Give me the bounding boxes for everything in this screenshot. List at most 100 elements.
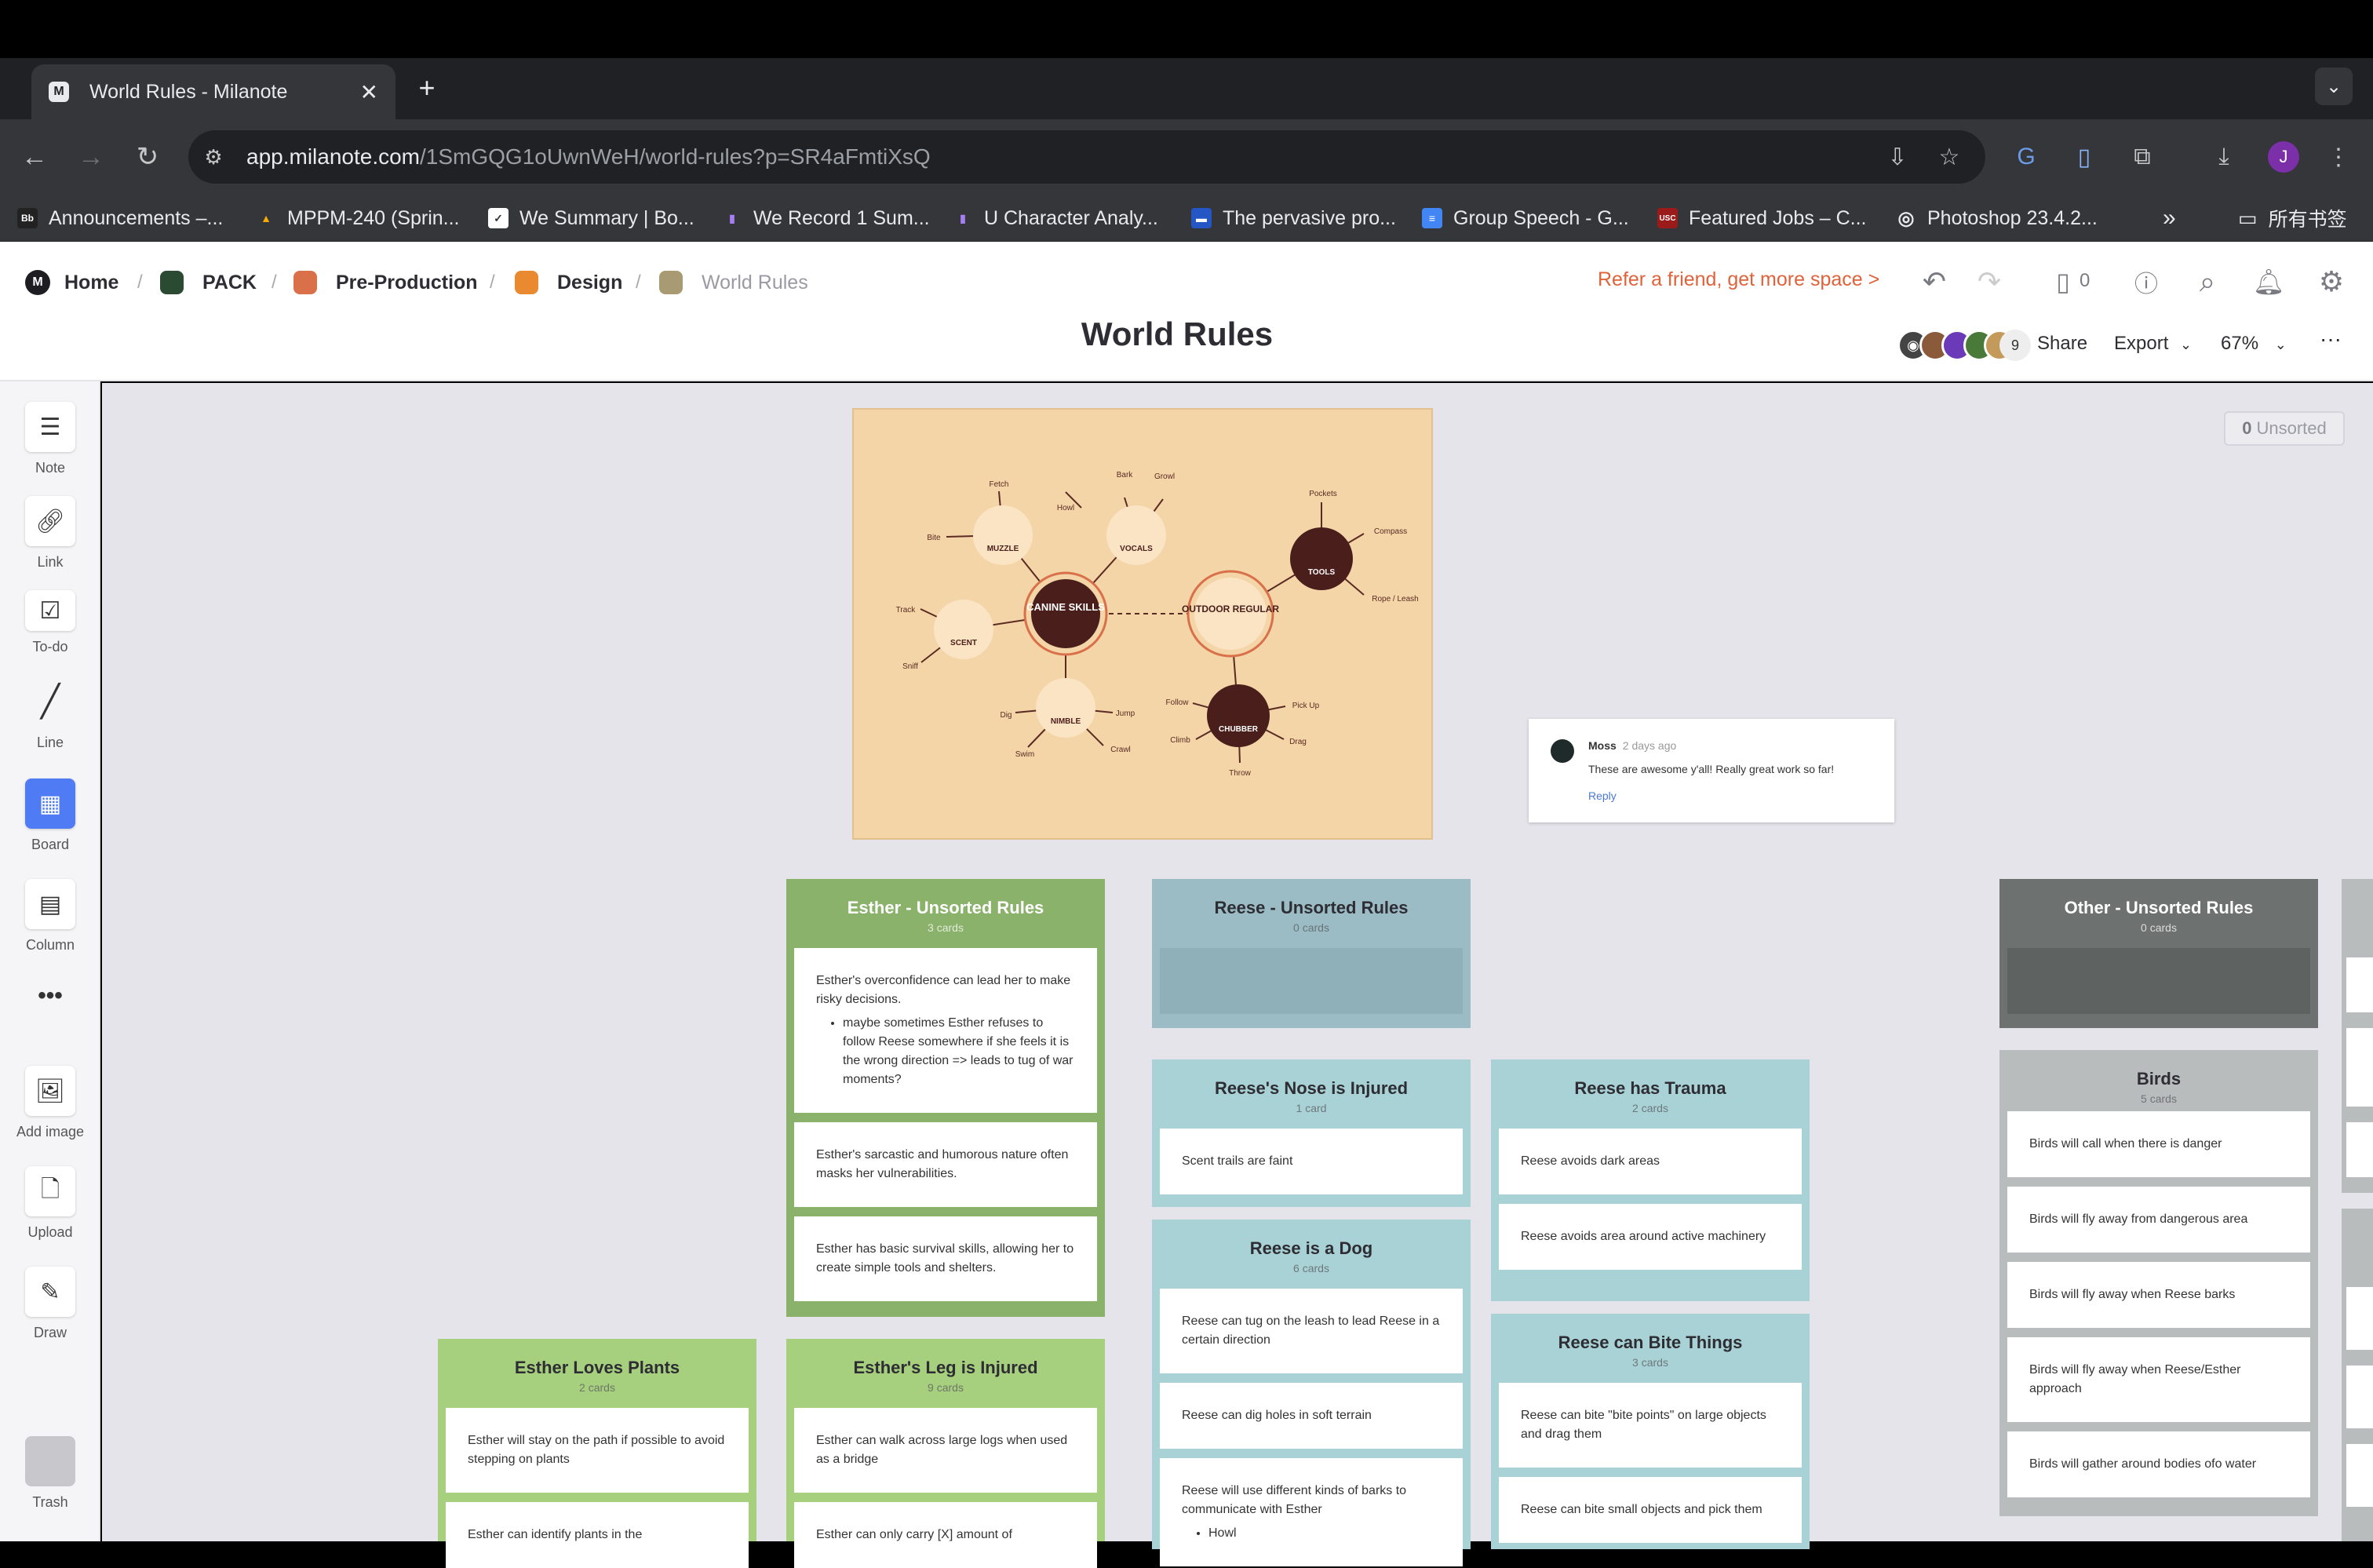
breadcrumb-design[interactable]: Design bbox=[515, 267, 622, 298]
translate-extension-icon[interactable]: G bbox=[2017, 144, 2036, 170]
undo-icon[interactable]: ↶ bbox=[1922, 265, 1947, 297]
settings-gear-icon[interactable]: ⚙ bbox=[2318, 265, 2345, 297]
profile-avatar[interactable]: J bbox=[2268, 141, 2299, 173]
collaborator-count[interactable]: 9 bbox=[1999, 330, 2031, 361]
card[interactable]: Birds will fly away when Reese/Esther ap… bbox=[2007, 1337, 2310, 1422]
bookmark-star-icon[interactable]: ☆ bbox=[1938, 144, 1960, 170]
bookmark-item[interactable]: ◎Photoshop 23.4.2... bbox=[1896, 201, 2098, 235]
redo-icon[interactable]: ↷ bbox=[1977, 265, 2002, 297]
phone-icon[interactable]: ▯ bbox=[2056, 268, 2070, 296]
tool-line[interactable]: ╱Line bbox=[0, 676, 100, 751]
extensions-puzzle-icon[interactable]: ⧉ bbox=[2134, 144, 2151, 170]
leaf-label: Fetch bbox=[989, 480, 1008, 489]
card[interactable]: Reese can dig holes in soft terrain bbox=[1160, 1383, 1463, 1449]
bookmarks-overflow-button[interactable]: » bbox=[2163, 205, 2176, 231]
tool-add-image[interactable]: 🖼︎Add image bbox=[0, 1066, 100, 1140]
card[interactable]: Reese can bite small objects and pick th… bbox=[1499, 1477, 1802, 1543]
card[interactable]: Reese can bite "bite points" on large ob… bbox=[1499, 1383, 1802, 1468]
milanote-favicon-icon: M bbox=[49, 82, 69, 102]
card[interactable]: Scent trails are faint bbox=[1160, 1129, 1463, 1194]
breadcrumb-pre-production[interactable]: Pre-Production bbox=[293, 267, 478, 298]
tool-note[interactable]: ☰Note bbox=[0, 402, 100, 476]
breadcrumb-pack[interactable]: PACK bbox=[160, 267, 257, 298]
install-app-icon[interactable]: ⇩ bbox=[1887, 144, 1908, 170]
reply-link[interactable]: Reply bbox=[1588, 789, 1617, 802]
card[interactable]: Birds will fly away when Reese barks bbox=[2007, 1262, 2310, 1328]
card[interactable]: Esther can identify plants in the bbox=[446, 1502, 749, 1568]
back-button[interactable]: ← bbox=[21, 141, 48, 172]
all-bookmarks-folder[interactable]: ▭所有书签 bbox=[2238, 201, 2347, 235]
tool-todo[interactable]: ☑To-do bbox=[0, 590, 100, 655]
card[interactable]: Reese can tug on the leash to lead Reese… bbox=[1160, 1289, 1463, 1373]
notifications-bell-icon[interactable]: 🔔︎ bbox=[2252, 268, 2285, 296]
card[interactable] bbox=[2346, 957, 2373, 1012]
tool-draw[interactable]: ✎Draw bbox=[0, 1267, 100, 1341]
card[interactable]: Birds will fly away from dangerous area bbox=[2007, 1187, 2310, 1253]
browser-menu-icon[interactable]: ⋮ bbox=[2327, 144, 2350, 170]
card[interactable]: Birds will call when there is danger bbox=[2007, 1111, 2310, 1177]
mindmap-image[interactable]: CANINE SKILLS OUTDOOR REGULAR MUZZLE VOC… bbox=[852, 408, 1433, 840]
bookmark-item[interactable]: ✓We Summary | Bo... bbox=[488, 201, 694, 235]
bookmark-item[interactable]: ▮We Record 1 Sum... bbox=[722, 201, 929, 235]
refer-friend-link[interactable]: Refer a friend, get more space > bbox=[1598, 268, 1880, 290]
close-tab-icon[interactable]: ✕ bbox=[359, 79, 378, 104]
card[interactable]: Reese avoids area around active machiner… bbox=[1499, 1204, 1802, 1270]
bookmark-item[interactable]: ▮U Character Analy... bbox=[953, 201, 1158, 235]
tool-trash[interactable]: Trash bbox=[0, 1436, 100, 1511]
tool-column[interactable]: ▤Column bbox=[0, 879, 100, 954]
share-button[interactable]: Share bbox=[2037, 333, 2088, 354]
reload-button[interactable]: ↻ bbox=[136, 142, 159, 172]
bookmark-item[interactable]: ▬The pervasive pro... bbox=[1191, 201, 1396, 235]
card[interactable] bbox=[2346, 1028, 2373, 1107]
help-icon[interactable]: ⓘ bbox=[2134, 272, 2158, 297]
card[interactable] bbox=[2346, 1122, 2373, 1177]
tool-board[interactable]: ▦Board bbox=[0, 779, 100, 853]
more-tools-icon[interactable]: ••• bbox=[38, 983, 63, 1008]
card[interactable] bbox=[2346, 1444, 2373, 1507]
download-icon[interactable]: ⤓ bbox=[2218, 144, 2229, 170]
zoom-control[interactable]: 67% ⌄ bbox=[2221, 333, 2287, 355]
card[interactable]: Esther's sarcastic and humorous nature o… bbox=[794, 1122, 1097, 1207]
extension-icon[interactable]: ▯ bbox=[2077, 144, 2091, 170]
tool-link[interactable]: 🔗︎Link bbox=[0, 496, 100, 571]
export-button[interactable]: Export ⌄ bbox=[2114, 333, 2192, 355]
site-info-icon[interactable]: ⚙ bbox=[204, 144, 223, 169]
card[interactable]: Esther can only carry [X] amount of bbox=[794, 1502, 1097, 1568]
card[interactable]: Reese avoids dark areas bbox=[1499, 1129, 1802, 1194]
empty-drop-zone[interactable] bbox=[2007, 948, 2310, 1014]
card[interactable]: Reese will use different kinds of barks … bbox=[1160, 1458, 1463, 1566]
more-options-icon[interactable]: ··· bbox=[2320, 326, 2342, 351]
new-tab-button[interactable]: + bbox=[418, 71, 436, 104]
forward-button[interactable]: → bbox=[78, 141, 104, 172]
tool-upload[interactable]: 🗋︎Upload bbox=[0, 1166, 100, 1241]
search-icon[interactable]: ⌕ bbox=[2199, 264, 2216, 297]
card[interactable]: Esther has basic survival skills, allowi… bbox=[794, 1216, 1097, 1301]
bookmark-item[interactable]: ▲MPPM-240 (Sprin... bbox=[256, 201, 459, 235]
empty-drop-zone[interactable] bbox=[1160, 948, 1463, 1014]
card[interactable] bbox=[2346, 1287, 2373, 1350]
card[interactable] bbox=[2346, 1366, 2373, 1428]
card[interactable]: Esther will stay on the path if possible… bbox=[446, 1408, 749, 1493]
card[interactable]: Birds will gather around bodies ofo wate… bbox=[2007, 1431, 2310, 1497]
bookmark-item[interactable]: ≡Group Speech - G... bbox=[1422, 201, 1629, 235]
card[interactable]: Esther can walk across large logs when u… bbox=[794, 1408, 1097, 1493]
tab-search-button[interactable]: ⌄ bbox=[2315, 67, 2353, 105]
browser-tab[interactable]: M World Rules - Milanote ✕ bbox=[31, 64, 396, 119]
address-bar[interactable]: app.milanote.com/1SmGQG1oUwnWeH/world-ru… bbox=[188, 130, 1985, 184]
card[interactable]: Esther's overconfidence can lead her to … bbox=[794, 948, 1097, 1113]
